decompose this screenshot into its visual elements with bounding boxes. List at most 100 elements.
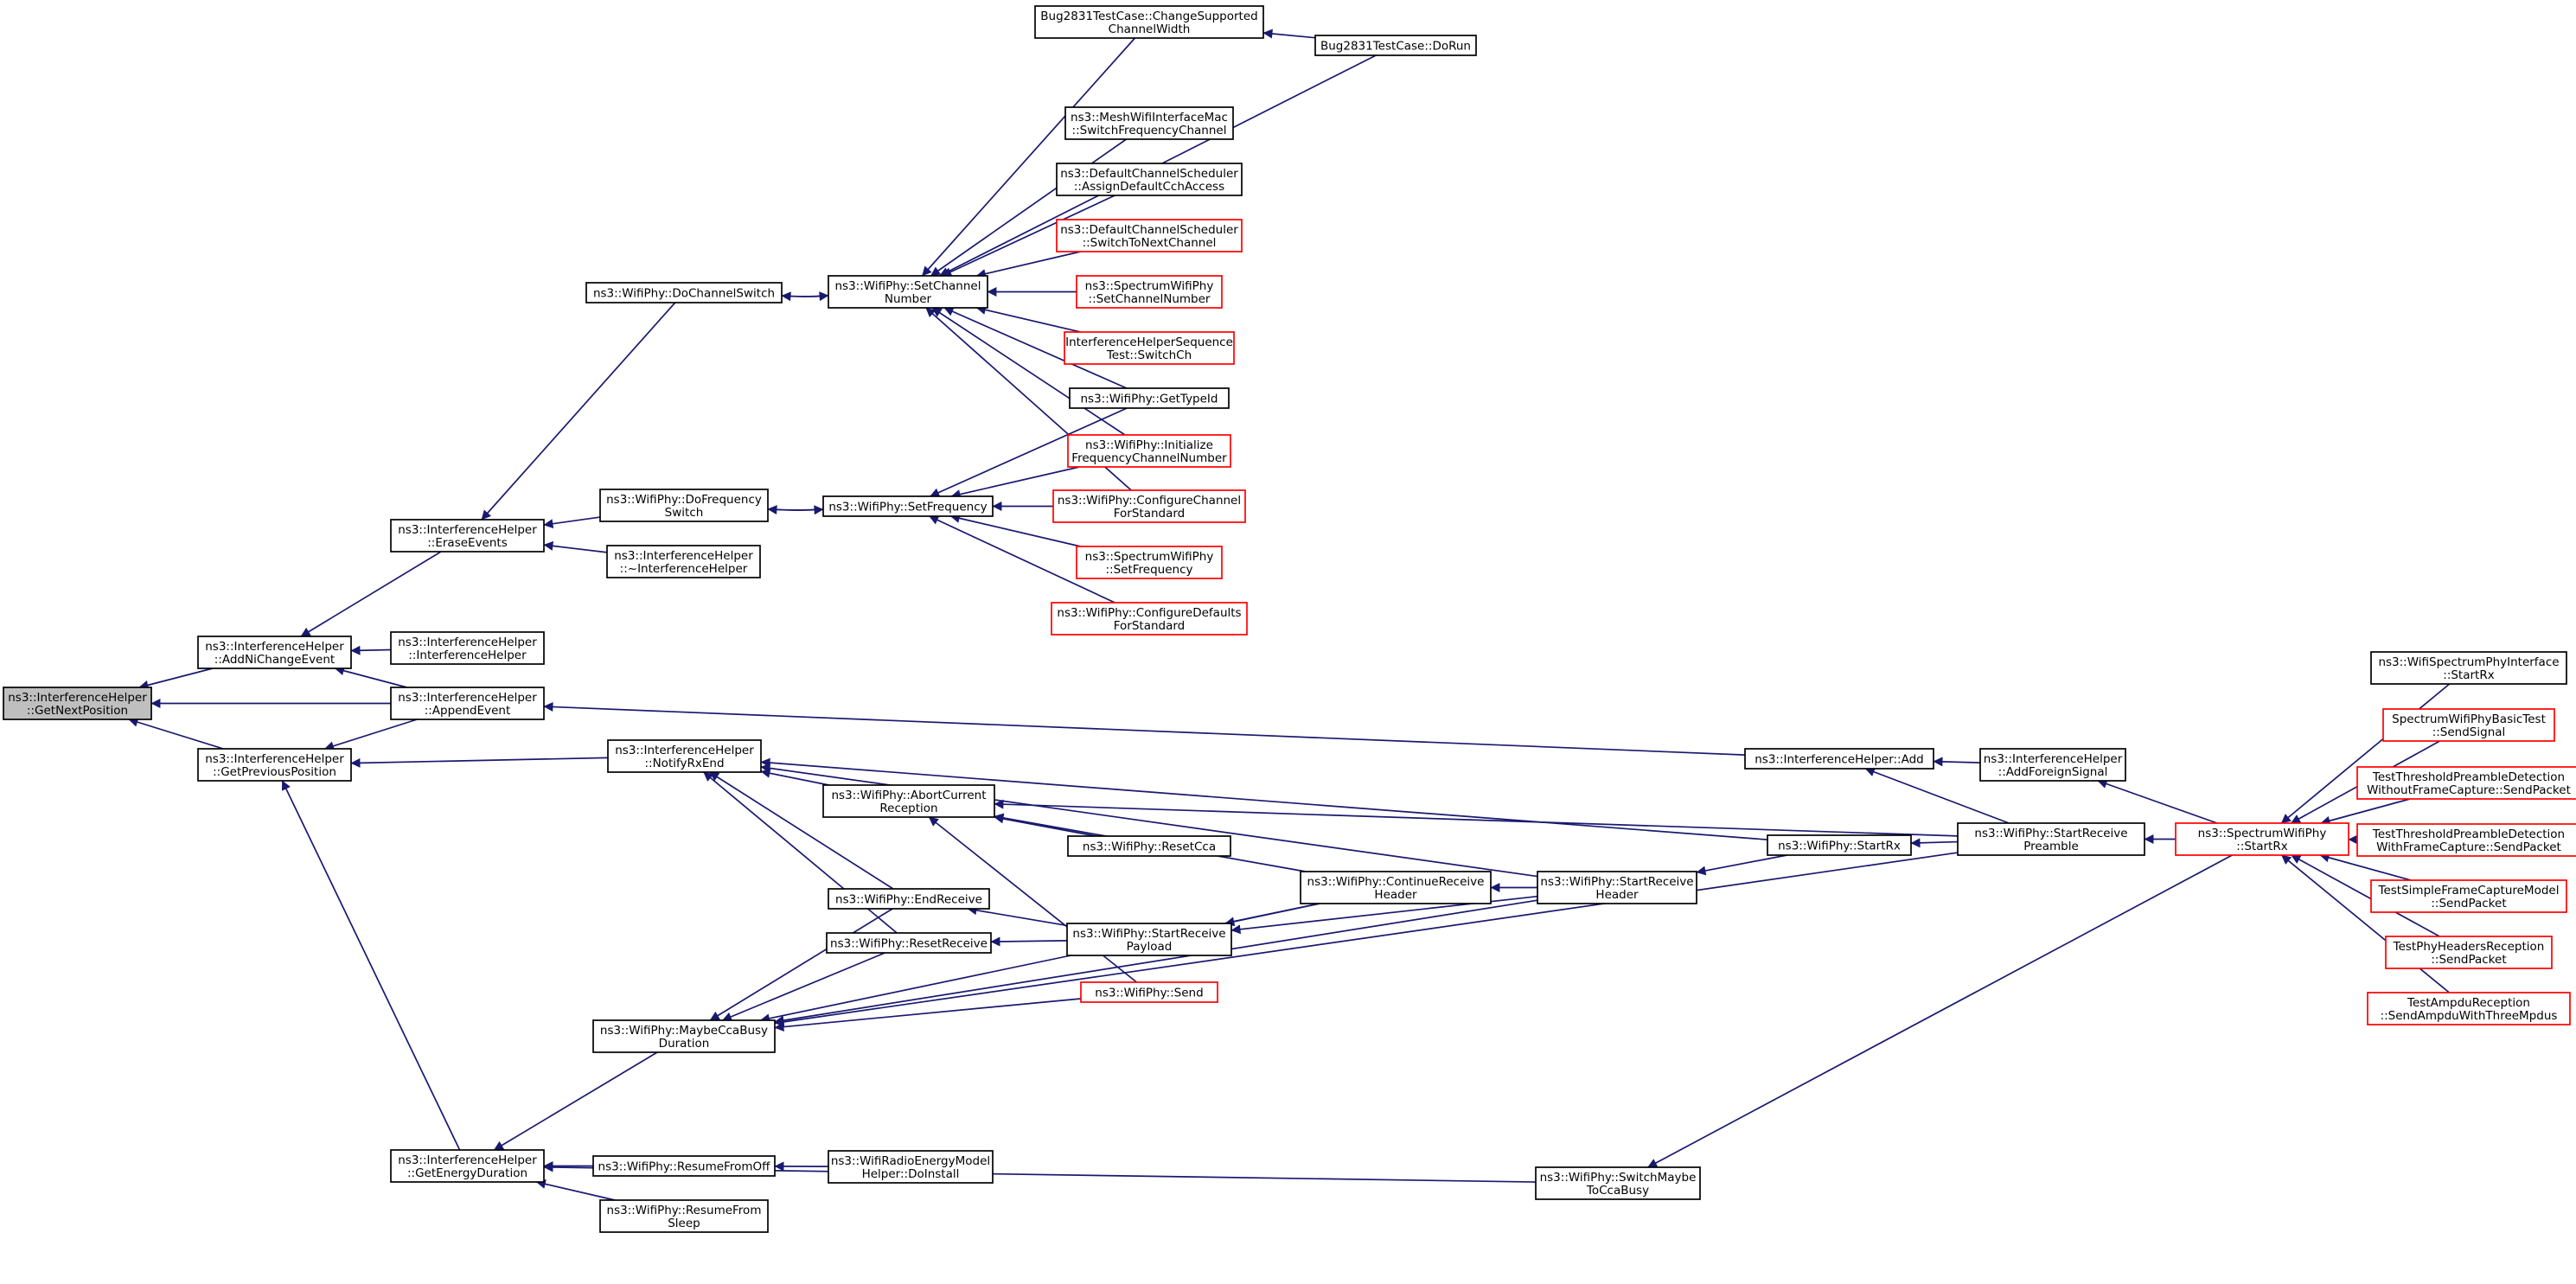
node-ctor[interactable]: ns3::InterferenceHelper::InterferenceHel… xyxy=(390,631,545,665)
node-getTypeId[interactable]: ns3::WifiPhy::GetTypeId xyxy=(1069,387,1230,409)
edge-append-to-getPrev xyxy=(324,719,418,751)
node-label: WithoutFrameCapture::SendPacket xyxy=(2367,783,2571,797)
node-cfgChStd[interactable]: ns3::WifiPhy::ConfigureChannelForStandar… xyxy=(1052,489,1246,523)
node-box xyxy=(390,631,545,665)
edge-doFreqSw-to-erase xyxy=(543,516,601,529)
node-bugChange[interactable]: Bug2831TestCase::ChangeSupportedChannelW… xyxy=(1034,5,1264,39)
node-box xyxy=(1744,748,1934,770)
node-setChNum[interactable]: ns3::WifiPhy::SetChannelNumber xyxy=(828,275,988,309)
node-specSetCh[interactable]: ns3::SpectrumWifiPhy::SetChannelNumber xyxy=(1076,275,1223,309)
node-swBasic[interactable]: SpectrumWifiPhyBasicTest::SendSignal xyxy=(2382,708,2555,742)
node-box xyxy=(1076,275,1223,309)
node-tampdu[interactable]: TestAmpduReception::SendAmpduWithThreeMp… xyxy=(2367,992,2571,1025)
node-startRx[interactable]: ns3::WifiPhy::StartRx xyxy=(1767,834,1912,856)
node-box xyxy=(1979,748,2126,782)
node-tphr[interactable]: TestPhyHeadersReception::SendPacket xyxy=(2385,936,2553,969)
edge-notifyRx-to-getPrev xyxy=(350,757,609,768)
node-dcsAssign[interactable]: ns3::DefaultChannelScheduler::AssignDefa… xyxy=(1056,163,1243,196)
edge-doFreqSw-to-setFreq xyxy=(767,505,824,515)
edge-append-to-addNi xyxy=(334,666,407,688)
node-box xyxy=(1051,602,1248,636)
node-label: ns3::WifiPhy::MaybeCcaBusy xyxy=(600,1024,768,1038)
edge-resumeSleep-to-getEnergy xyxy=(535,1179,616,1201)
node-addNi[interactable]: ns3::InterferenceHelper::AddNiChangeEven… xyxy=(197,636,352,669)
node-ihAdd[interactable]: ns3::InterferenceHelper::Add xyxy=(1744,748,1934,770)
edge-getEnergy-to-getPrev xyxy=(281,780,461,1151)
node-label: ns3::WifiRadioEnergyModel xyxy=(831,1154,990,1168)
node-tpdWith[interactable]: TestThresholdPreambleDetectionWithFrameC… xyxy=(2356,823,2576,857)
node-label: ns3::WifiPhy::DoChannelSwitch xyxy=(593,287,775,301)
node-box xyxy=(822,495,994,517)
node-label: ns3::WifiPhy::ResumeFromOff xyxy=(598,1160,771,1174)
node-label: ns3::WifiPhy::Send xyxy=(1095,987,1203,1000)
node-label: Preamble xyxy=(2023,840,2079,853)
node-specStartRx[interactable]: ns3::SpectrumWifiPhy::StartRx xyxy=(2175,822,2349,856)
node-getEnergy[interactable]: ns3::InterferenceHelper::GetEnergyDurati… xyxy=(390,1149,545,1183)
node-endRecv[interactable]: ns3::WifiPhy::EndReceive xyxy=(828,888,990,910)
node-getPrev[interactable]: ns3::InterferenceHelper::GetPreviousPosi… xyxy=(197,748,352,782)
node-box xyxy=(2356,766,2576,800)
edge-endRecv-to-notifyRx xyxy=(709,771,894,890)
node-box xyxy=(3,687,152,720)
node-box xyxy=(197,636,352,669)
node-label: ns3::InterferenceHelper xyxy=(205,640,344,654)
node-dcsSwitch[interactable]: ns3::DefaultChannelScheduler::SwitchToNe… xyxy=(1056,219,1243,252)
node-focus[interactable]: ns3::InterferenceHelper::GetNextPosition xyxy=(3,687,152,720)
edge-startPayload-to-endRecv xyxy=(967,905,1068,927)
node-resumeOff[interactable]: ns3::WifiPhy::ResumeFromOff xyxy=(592,1155,776,1177)
edges-layer xyxy=(128,29,2451,1201)
node-label: Number xyxy=(885,292,932,306)
node-label: ns3::WifiPhy::ConfigureChannel xyxy=(1058,494,1241,508)
node-initFreq[interactable]: ns3::WifiPhy::InitializeFrequencyChannel… xyxy=(1067,434,1231,468)
node-energyInst[interactable]: ns3::WifiRadioEnergyModelHelper::DoInsta… xyxy=(828,1150,994,1184)
edge-specSetFreq-to-setFreq xyxy=(949,514,1081,547)
edge-contHdr-to-maybeCca xyxy=(759,903,1320,1024)
node-tsfc[interactable]: TestSimpleFrameCaptureModel::SendPacket xyxy=(2370,879,2567,913)
node-box xyxy=(1537,871,1697,904)
node-meshSwitch[interactable]: ns3::MeshWifiInterfaceMac::SwitchFrequen… xyxy=(1064,106,1234,140)
node-label: Header xyxy=(1374,888,1417,902)
node-wsIface[interactable]: ns3::WifiSpectrumPhyInterface::StartRx xyxy=(2370,651,2567,685)
edge-doChSw-to-setChNum xyxy=(781,291,829,302)
edge-resetRecv-to-maybeCca xyxy=(722,952,885,1022)
node-label: ::StartRx xyxy=(2236,840,2287,853)
edge-startHdr-to-notifyRx xyxy=(760,763,1538,878)
node-label: ChannelWidth xyxy=(1109,22,1191,36)
node-label: FrequencyChannelNumber xyxy=(1071,451,1227,465)
edge-tphr-to-specStartRx xyxy=(2291,854,2440,937)
node-resetCca[interactable]: ns3::WifiPhy::ResetCca xyxy=(1067,835,1231,857)
edge-endRecv-to-maybeCca xyxy=(709,908,893,1021)
node-label: Reception xyxy=(879,802,937,815)
node-box xyxy=(1052,489,1246,523)
node-setFreq[interactable]: ns3::WifiPhy::SetFrequency xyxy=(822,495,994,517)
node-send[interactable]: ns3::WifiPhy::Send xyxy=(1080,981,1218,1003)
node-cfgDefStd[interactable]: ns3::WifiPhy::ConfigureDefaultsForStanda… xyxy=(1051,602,1248,636)
node-erase[interactable]: ns3::InterferenceHelper::EraseEvents xyxy=(390,519,545,553)
node-bugRun[interactable]: Bug2831TestCase::DoRun xyxy=(1314,35,1477,56)
node-label: ns3::WifiPhy::ResumeFrom xyxy=(607,1204,762,1217)
node-resetRecv[interactable]: ns3::WifiPhy::ResetReceive xyxy=(826,932,992,954)
node-notifyRx[interactable]: ns3::InterferenceHelper::NotifyRxEnd xyxy=(607,739,762,773)
node-box xyxy=(1076,546,1223,579)
node-tpdWithout[interactable]: TestThresholdPreambleDetectionWithoutFra… xyxy=(2356,766,2576,800)
node-append[interactable]: ns3::InterferenceHelper::AppendEvent xyxy=(390,687,545,720)
node-label: ::SendAmpduWithThreeMpdus xyxy=(2381,1009,2558,1023)
edge-startRx-to-notifyRx xyxy=(760,757,1768,840)
node-label: Duration xyxy=(659,1037,710,1051)
node-box xyxy=(592,1019,776,1053)
node-doChSw[interactable]: ns3::WifiPhy::DoChannelSwitch xyxy=(585,282,783,303)
node-specSetFreq[interactable]: ns3::SpectrumWifiPhy::SetFrequency xyxy=(1076,546,1223,579)
node-addForeign[interactable]: ns3::InterferenceHelper::AddForeignSigna… xyxy=(1979,748,2126,782)
node-dtor[interactable]: ns3::InterferenceHelper::~InterferenceHe… xyxy=(606,545,761,578)
